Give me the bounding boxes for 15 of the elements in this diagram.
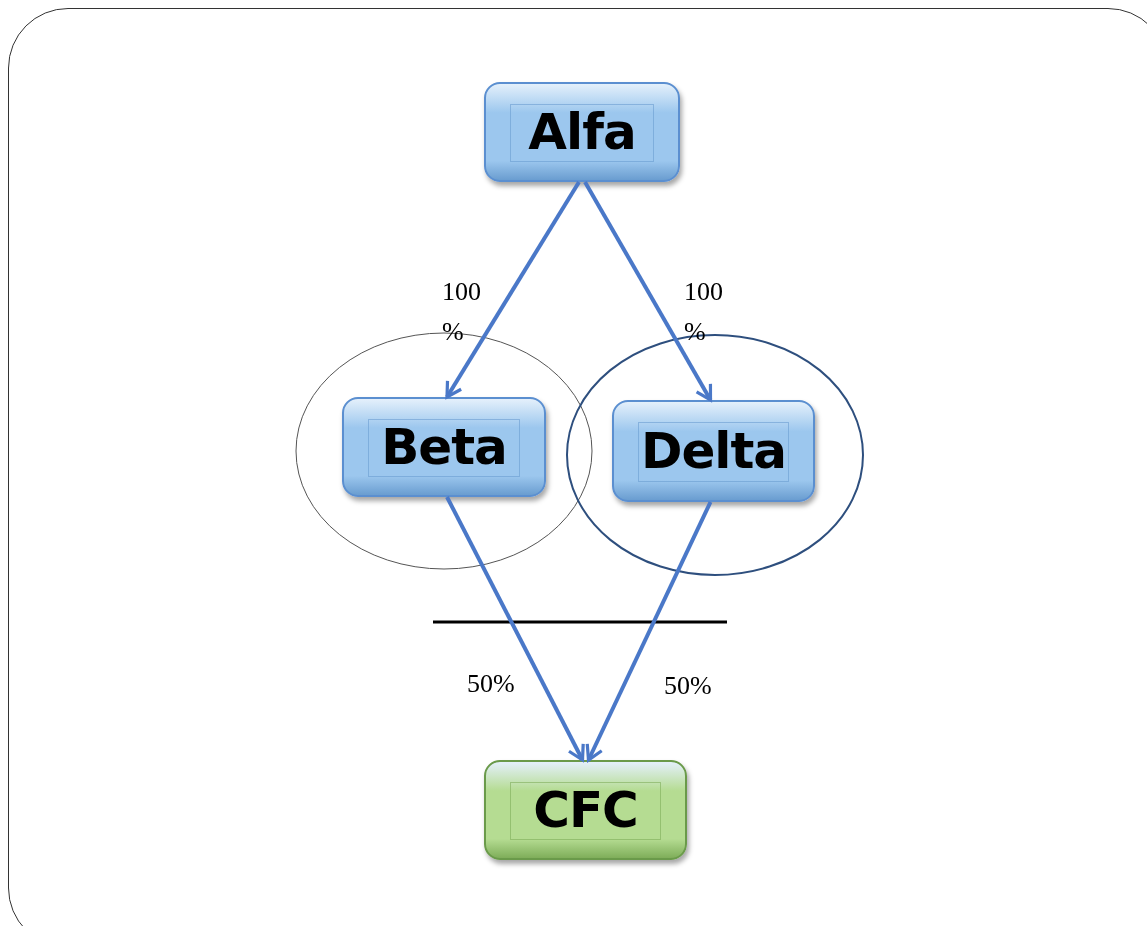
- box-label: Alfa: [528, 103, 636, 161]
- process-box: [342, 397, 546, 497]
- edge-label: 100 %: [442, 276, 482, 348]
- process-box: [484, 82, 680, 182]
- arrow: [583, 181, 713, 402]
- box-label: Beta: [381, 418, 507, 476]
- arrow: [445, 496, 585, 762]
- arrow: [445, 180, 581, 399]
- process-box: [484, 760, 687, 860]
- arrow: [585, 501, 713, 762]
- edge-label: 50%: [664, 670, 713, 702]
- box-label: CFC: [533, 781, 638, 839]
- edge-label: 50%: [467, 668, 516, 700]
- box-label: Delta: [640, 422, 787, 480]
- process-box: [612, 400, 815, 502]
